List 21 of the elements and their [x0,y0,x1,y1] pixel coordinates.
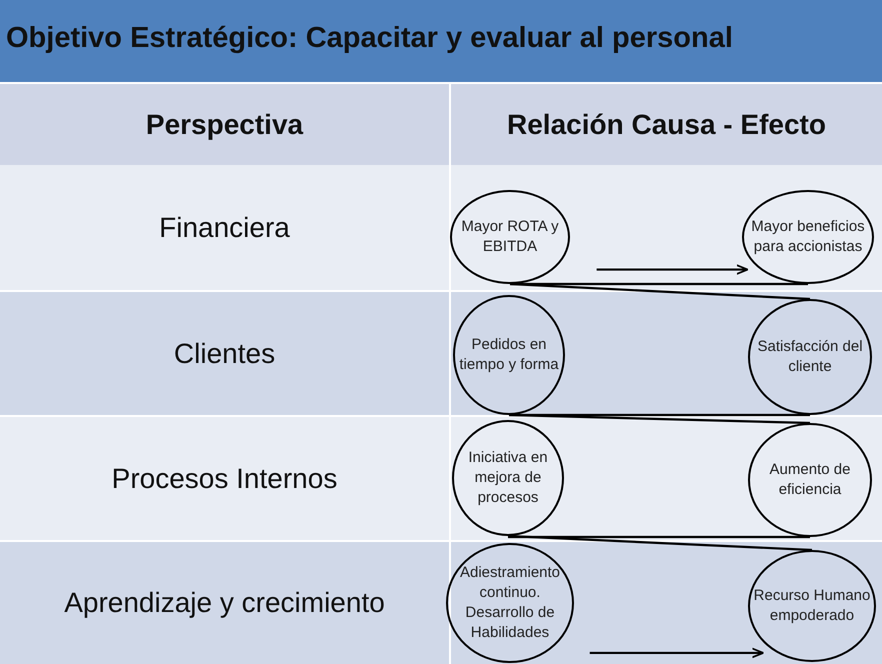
ellipse-node: Mayor ROTA y EBITDA [450,190,570,284]
column-header: Perspectiva [146,108,304,140]
title: Objetivo Estratégico: Capacitar y evaluar al personal [6,22,733,55]
perspective-name: Procesos Internos [112,462,338,494]
connector-line [508,534,812,552]
perspective-name: Clientes [174,338,276,370]
ellipse-node: Adiestramiento continuo. Desarrollo de Habilidades [446,543,574,663]
connector-line [510,282,810,300]
ellipse-node: Aumento de eficiencia [748,423,872,537]
ellipse-node: Recurso Humano empoderado [748,550,876,662]
perspective-name: Aprendizaje y crecimiento [64,587,385,619]
ellipse-node: Satisfacción del cliente [748,299,872,415]
perspective-name: Financiera [159,212,290,244]
arrow [596,264,749,275]
connector-line [508,414,810,424]
connector-line [508,536,810,538]
column-header: Relación Causa - Efecto [507,108,826,140]
ellipse-node: Pedidos en tiempo y forma [453,295,565,415]
ellipse-node: Mayor beneficios para accionistas [742,190,874,284]
ellipse-node: Iniciativa en mejora de procesos [452,420,564,536]
arrow [590,648,764,658]
